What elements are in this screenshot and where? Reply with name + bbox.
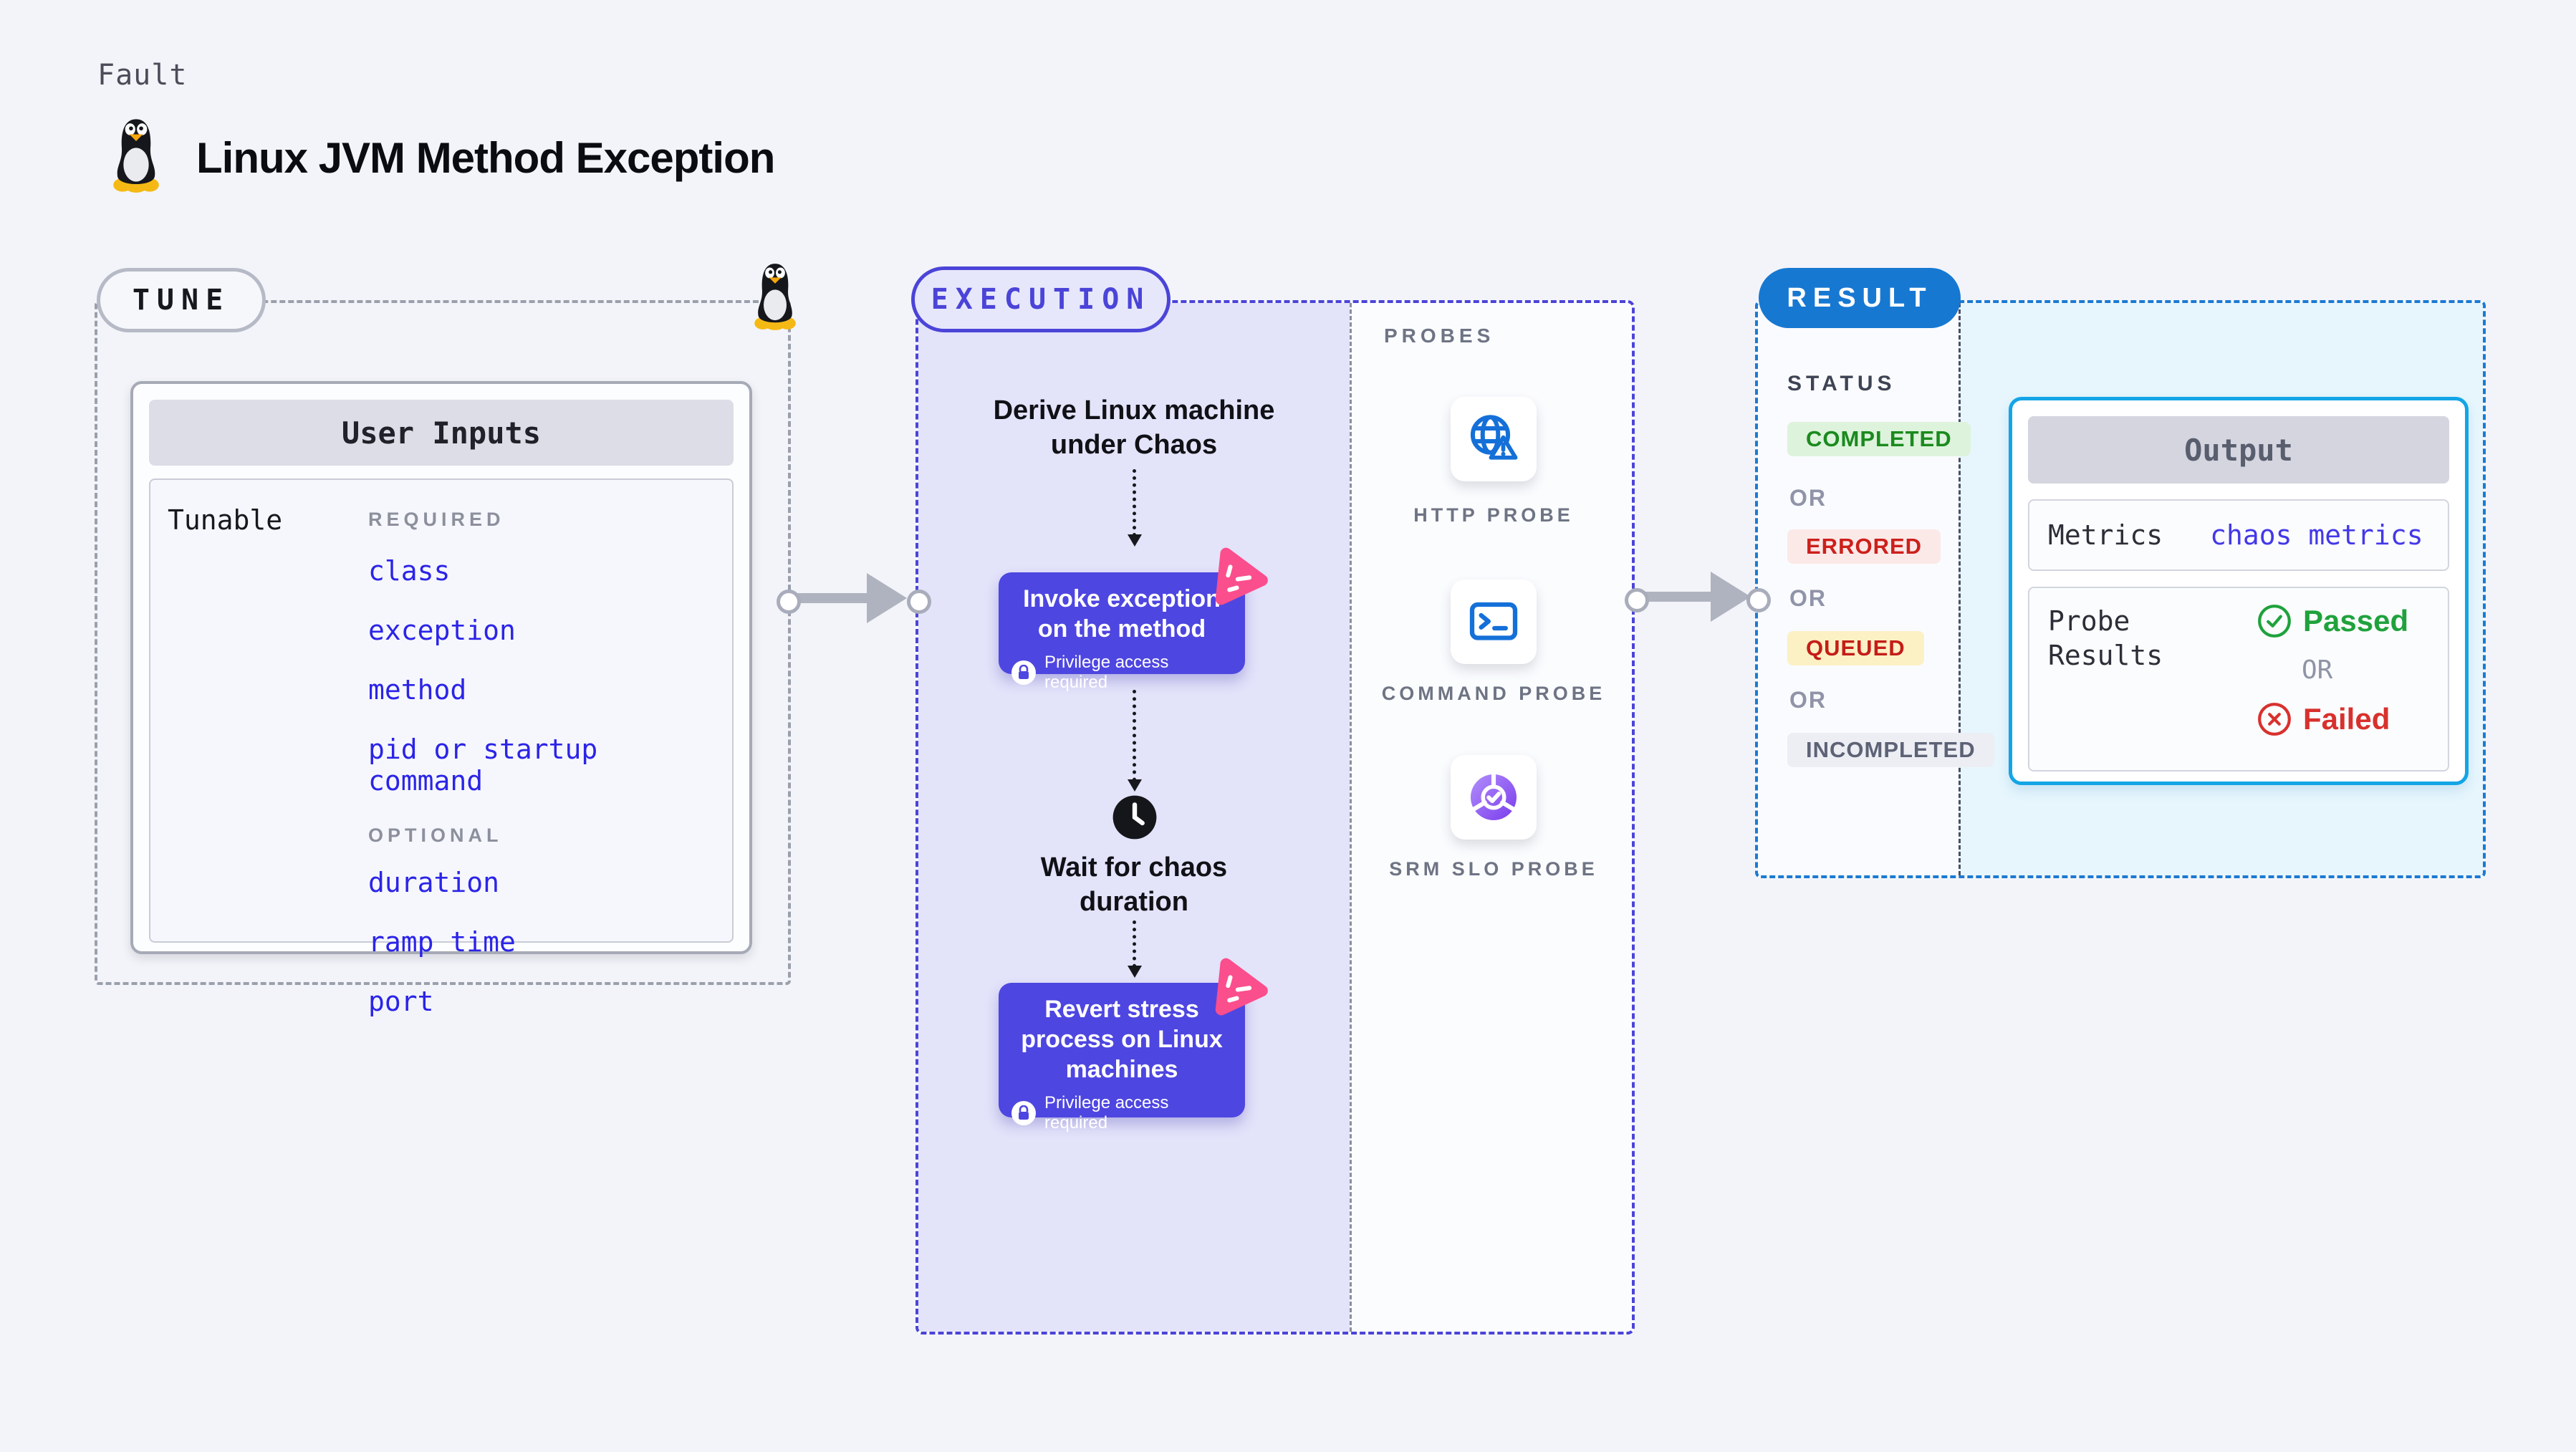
- globe-alert-icon: [1470, 415, 1518, 460]
- http-probe-card: [1451, 397, 1537, 481]
- tunable-link-port[interactable]: port: [368, 986, 434, 1017]
- revert-node-title: Revert stress process on Linux machines: [1021, 996, 1223, 1083]
- tunable-link-duration[interactable]: duration: [368, 867, 500, 898]
- execution-flow-panel: Derive Linux machine under Chaos Invoke …: [918, 303, 1350, 1332]
- probes-heading: PROBES: [1384, 324, 1495, 347]
- tux-penguin-icon: [113, 119, 159, 193]
- tunable-row-label: Tunable: [168, 504, 283, 536]
- invoke-node-title: Invoke exception on the method: [1023, 585, 1221, 643]
- chaos-metrics-link[interactable]: chaos metrics: [2210, 519, 2423, 551]
- execution-probes-divider: [1350, 303, 1352, 1332]
- flow-arrow-tune-to-execution: [789, 593, 868, 603]
- x-circle-icon: [2258, 703, 2291, 736]
- status-badge-completed: COMPLETED: [1787, 422, 1971, 456]
- result-section-box: STATUS COMPLETED OR ERRORED OR QUEUED OR…: [1755, 300, 2486, 878]
- flow-dotted-connector: [1128, 690, 1142, 792]
- metrics-row: Metrics chaos metrics: [2028, 499, 2449, 571]
- or-separator: OR: [1789, 585, 1827, 611]
- http-probe-label: HTTP PROBE: [1413, 504, 1574, 526]
- metrics-label: Metrics: [2048, 519, 2163, 551]
- result-divider: [1959, 303, 1961, 875]
- fault-kicker: Fault: [97, 59, 188, 92]
- connector-dot: [1625, 588, 1649, 612]
- flow-arrow-execution-to-result: [1638, 592, 1712, 602]
- tune-section-badge: TUNE: [97, 268, 266, 332]
- probe-results-label: Probe Results: [2048, 605, 2163, 671]
- failed-label: Failed: [2303, 702, 2390, 736]
- user-inputs-body: Tunable REQUIRED class exception method …: [149, 479, 734, 1017]
- execution-section-box: Derive Linux machine under Chaos Invoke …: [915, 300, 1635, 1335]
- required-group-label: REQUIRED: [368, 509, 505, 530]
- check-circle-icon: [2258, 605, 2291, 638]
- probe-results-row: Probe Results Passed OR: [2028, 587, 2449, 771]
- privilege-badge-label: Privilege access required: [1044, 1093, 1169, 1133]
- command-probe-label: COMMAND PROBE: [1381, 683, 1606, 704]
- chaos-fault-icon: [1208, 545, 1274, 611]
- probes-panel: PROBES HTTP PROBE: [1350, 303, 1632, 1332]
- status-badge-incompleted: INCOMPLETED: [1787, 733, 1994, 767]
- passed-label: Passed: [2303, 604, 2409, 638]
- flow-arrowhead: [1711, 572, 1751, 622]
- wait-step-label: Wait for chaos duration: [1040, 852, 1228, 917]
- privilege-badge: Privilege access required: [1011, 1093, 1232, 1133]
- derive-step-label: Derive Linux machine under Chaos: [993, 395, 1275, 460]
- or-separator: OR: [2302, 655, 2333, 685]
- output-card: Output Metrics chaos metrics Probe Resul…: [2009, 397, 2469, 785]
- chaos-fault-icon: [1208, 956, 1274, 1021]
- lock-icon: [1011, 1101, 1036, 1125]
- tunable-link-ramp-time[interactable]: ramp time: [368, 926, 516, 958]
- connector-dot: [777, 590, 801, 614]
- failed-result: Failed: [2257, 702, 2408, 736]
- user-inputs-title: User Inputs: [149, 400, 734, 466]
- optional-group-label: OPTIONAL: [368, 824, 503, 846]
- command-probe-card: [1451, 580, 1537, 664]
- status-badge-queued: QUEUED: [1787, 631, 1924, 665]
- slo-gauge-icon: [1471, 772, 1517, 820]
- passed-result: Passed: [2257, 604, 2408, 638]
- invoke-exception-node: Invoke exception on the method Privilege…: [999, 572, 1245, 692]
- status-badge-errored: ERRORED: [1787, 529, 1941, 564]
- flow-dotted-connector: [1128, 469, 1142, 547]
- tune-section-box: [95, 300, 791, 985]
- privilege-badge: Privilege access required: [1011, 653, 1232, 693]
- tunable-link-pid-or-startup-command[interactable]: pid or startup command: [368, 734, 598, 797]
- privilege-badge-label: Privilege access required: [1044, 653, 1169, 692]
- output-title: Output: [2028, 416, 2449, 484]
- execution-section-badge: EXECUTION: [911, 266, 1171, 332]
- tux-penguin-icon: [754, 264, 796, 330]
- tunable-link-method[interactable]: method: [368, 674, 467, 706]
- wait-clock-icon: [1112, 794, 1158, 840]
- connector-dot: [1746, 588, 1771, 612]
- connector-dot: [907, 590, 931, 614]
- or-separator: OR: [1789, 687, 1827, 713]
- srm-slo-probe-card: [1451, 755, 1537, 840]
- page-title: Linux JVM Method Exception: [196, 134, 775, 182]
- terminal-icon: [1469, 602, 1518, 640]
- or-separator: OR: [1789, 485, 1827, 511]
- flow-dotted-connector: [1128, 920, 1142, 978]
- lock-icon: [1011, 660, 1036, 685]
- status-heading: STATUS: [1787, 372, 1896, 395]
- user-inputs-card: User Inputs Tunable REQUIRED class excep…: [130, 381, 752, 1017]
- revert-stress-node: Revert stress process on Linux machines …: [999, 983, 1245, 1133]
- result-section-badge: RESULT: [1759, 268, 1961, 328]
- tunable-link-class[interactable]: class: [368, 555, 451, 587]
- flow-arrowhead: [867, 573, 907, 623]
- srm-slo-probe-label: SRM SLO PROBE: [1389, 858, 1598, 880]
- tunable-link-exception[interactable]: exception: [368, 615, 516, 646]
